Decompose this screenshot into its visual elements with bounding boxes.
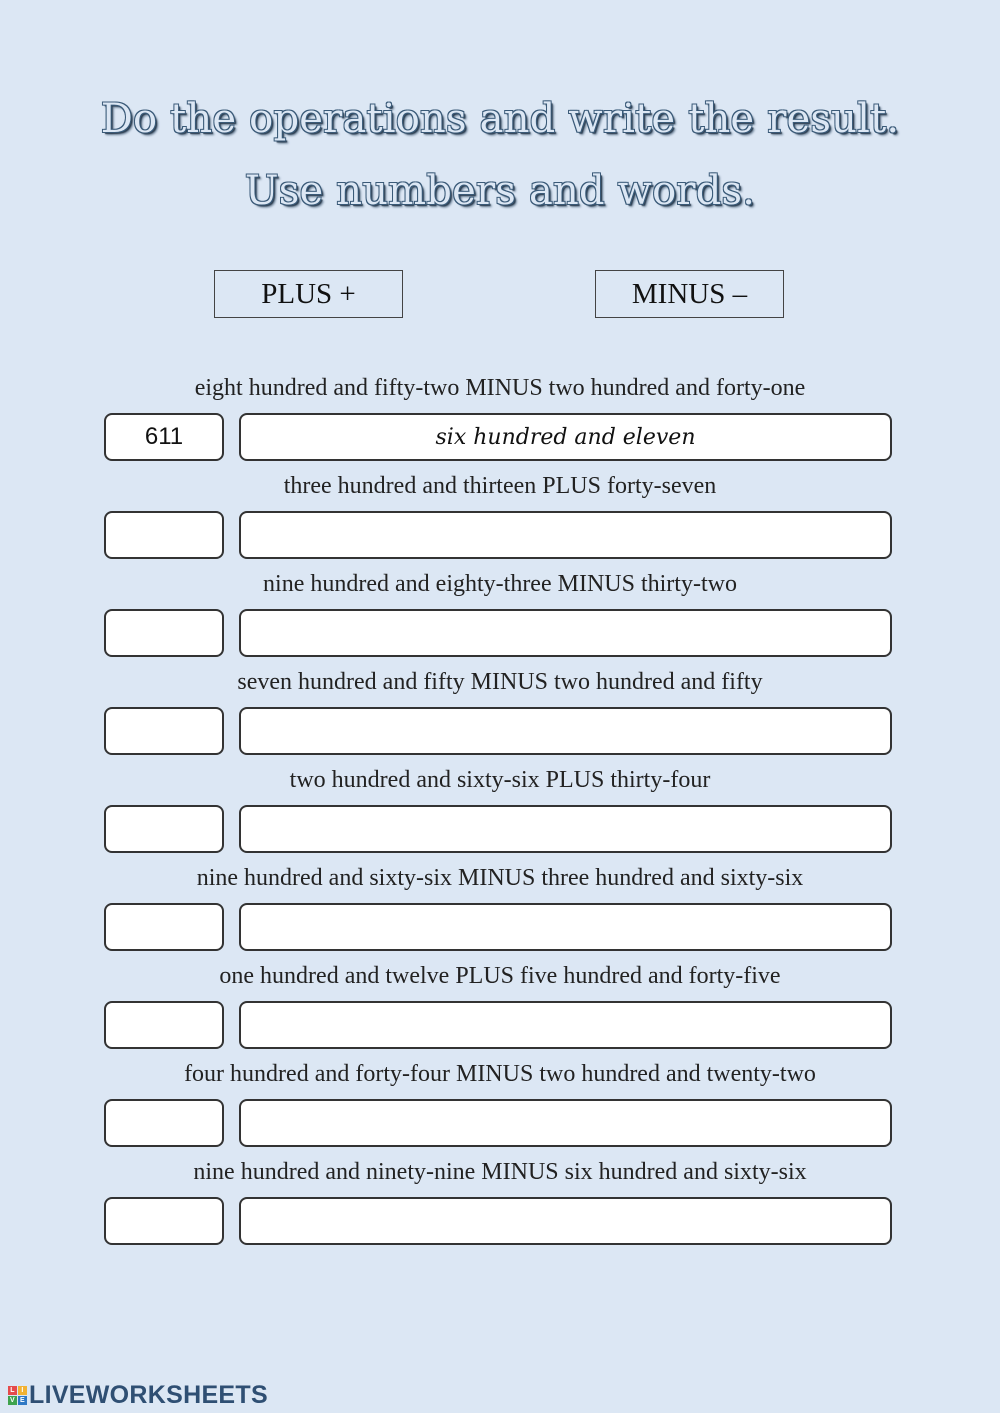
- number-answer-field-7[interactable]: [104, 1001, 224, 1049]
- logo-letter: I: [18, 1386, 27, 1395]
- operation-text-9: nine hundred and ninety-nine MINUS six h…: [193, 1159, 807, 1185]
- number-answer-field-1[interactable]: 611: [104, 413, 224, 461]
- plus-legend-box: PLUS +: [214, 270, 403, 318]
- liveworksheets-logo[interactable]: L I V E LIVEWORKSHEETS: [8, 1381, 268, 1410]
- brand-name: LIVEWORKSHEETS: [29, 1381, 268, 1409]
- number-answer-field-5[interactable]: [104, 805, 224, 853]
- number-answer-field-6[interactable]: [104, 903, 224, 951]
- instruction-subtitle: Use numbers and words.: [244, 168, 756, 214]
- operation-text-1: eight hundred and fifty-two MINUS two hu…: [194, 375, 806, 401]
- words-answer-field-6[interactable]: [239, 903, 892, 951]
- logo-letter: E: [18, 1396, 27, 1405]
- operation-text-4: seven hundred and fifty MINUS two hundre…: [237, 669, 763, 695]
- words-answer-field-9[interactable]: [239, 1197, 892, 1245]
- words-answer-field-2[interactable]: [239, 511, 892, 559]
- liveworksheets-logo-icon: L I V E: [8, 1386, 27, 1405]
- words-answer-field-8[interactable]: [239, 1099, 892, 1147]
- words-answer-field-4[interactable]: [239, 707, 892, 755]
- operation-text-2: three hundred and thirteen PLUS forty-se…: [283, 473, 717, 499]
- number-answer-field-8[interactable]: [104, 1099, 224, 1147]
- number-answer-field-2[interactable]: [104, 511, 224, 559]
- operation-text-7: one hundred and twelve PLUS five hundred…: [219, 963, 781, 989]
- words-answer-field-5[interactable]: [239, 805, 892, 853]
- number-answer-field-9[interactable]: [104, 1197, 224, 1245]
- instruction-title: Do the operations and write the result.: [100, 96, 900, 142]
- operation-text-5: two hundred and sixty-six PLUS thirty-fo…: [289, 767, 711, 793]
- operation-text-6: nine hundred and sixty-six MINUS three h…: [196, 865, 804, 891]
- number-answer-field-3[interactable]: [104, 609, 224, 657]
- words-answer-field-7[interactable]: [239, 1001, 892, 1049]
- words-answer-field-3[interactable]: [239, 609, 892, 657]
- number-answer-field-4[interactable]: [104, 707, 224, 755]
- operation-text-8: four hundred and forty-four MINUS two hu…: [184, 1061, 816, 1087]
- words-answer-field-1[interactable]: six hundred and eleven: [239, 413, 892, 461]
- logo-letter: L: [8, 1386, 17, 1395]
- logo-letter: V: [8, 1396, 17, 1405]
- operation-text-3: nine hundred and eighty-three MINUS thir…: [263, 571, 737, 597]
- minus-legend-box: MINUS –: [595, 270, 784, 318]
